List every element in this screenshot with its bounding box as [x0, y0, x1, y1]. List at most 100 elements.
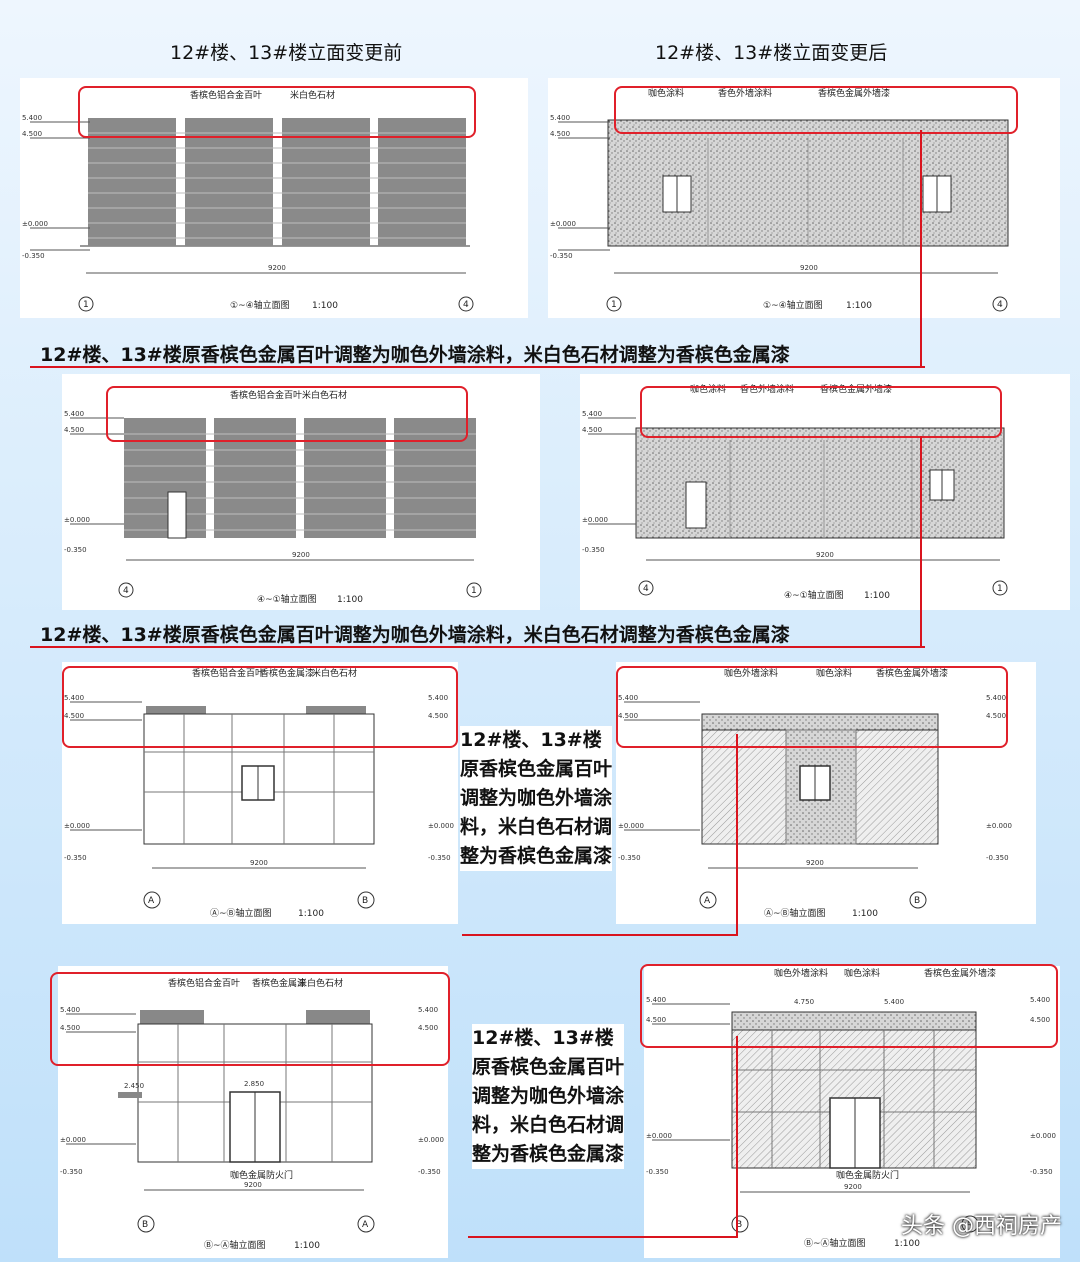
svg-text:5.400: 5.400: [550, 114, 570, 122]
svg-text:5.400: 5.400: [618, 694, 638, 702]
svg-text:5.400: 5.400: [646, 996, 666, 1004]
grid-right: A: [362, 1220, 369, 1230]
note-1: 咖色外墙涂料: [774, 967, 828, 979]
drawing-title: Ⓑ~Ⓐ轴立面图: [804, 1237, 866, 1249]
grid-right: 4: [997, 300, 1003, 310]
note-1: 香槟色铝合金百叶: [192, 667, 264, 679]
note-louver: 香槟色铝合金百叶: [190, 89, 262, 101]
svg-text:5.400: 5.400: [64, 694, 84, 702]
heading-before: 12#楼、13#楼立面变更前: [170, 42, 403, 64]
svg-text:4.500: 4.500: [22, 130, 42, 138]
note-3: 香槟色金属外墙漆: [876, 667, 948, 679]
svg-text:4.500: 4.500: [582, 426, 602, 434]
drawing-title: Ⓐ~Ⓑ轴立面图: [764, 907, 826, 919]
svg-text:±0.000: ±0.000: [618, 822, 644, 830]
grid-left: B: [142, 1220, 148, 1230]
drawing-title: Ⓑ~Ⓐ轴立面图: [204, 1239, 266, 1251]
caption-row2: 12#楼、13#楼原香槟色金属百叶调整为咖色外墙涂料，米白色石材调整为香槟色金属…: [40, 624, 790, 646]
width-dimension: 9200: [816, 551, 834, 559]
svg-text:5.400: 5.400: [60, 1006, 80, 1014]
svg-text:2.850: 2.850: [244, 1080, 264, 1088]
drawing-scale: 1:100: [864, 591, 890, 601]
svg-text:4.750: 4.750: [794, 998, 814, 1006]
svg-text:5.400: 5.400: [986, 694, 1006, 702]
svg-text:4.500: 4.500: [618, 712, 638, 720]
heading-after: 12#楼、13#楼立面变更后: [655, 42, 888, 64]
caption-row1: 12#楼、13#楼原香槟色金属百叶调整为咖色外墙涂料，米白色石材调整为香槟色金属…: [40, 344, 790, 366]
note-1: 咖色涂料: [648, 87, 684, 99]
connector-horizontal: [468, 1236, 738, 1238]
svg-text:4.500: 4.500: [550, 130, 570, 138]
svg-text:5.400: 5.400: [582, 410, 602, 418]
svg-text:±0.000: ±0.000: [428, 822, 454, 830]
note-3: 香槟色金属外墙漆: [818, 87, 890, 99]
connector-vertical: [920, 436, 922, 648]
svg-text:2.450: 2.450: [124, 1082, 144, 1090]
drawing-scale: 1:100: [846, 301, 872, 311]
svg-text:5.400: 5.400: [428, 694, 448, 702]
svg-text:±0.000: ±0.000: [60, 1136, 86, 1144]
width-dimension: 9200: [250, 859, 268, 867]
door-label: 咖色金属防火门: [230, 1169, 293, 1181]
svg-text:-0.350: -0.350: [418, 1168, 441, 1176]
svg-text:-0.350: -0.350: [64, 546, 87, 554]
grid-left: 1: [611, 300, 617, 310]
svg-text:±0.000: ±0.000: [64, 516, 90, 524]
note-stone: 米白色石材: [290, 89, 335, 101]
svg-text:-0.350: -0.350: [64, 854, 87, 862]
svg-text:-0.350: -0.350: [428, 854, 451, 862]
svg-text:-0.350: -0.350: [1030, 1168, 1053, 1176]
note-1: 香槟色铝合金百叶: [168, 977, 240, 989]
svg-text:-0.350: -0.350: [618, 854, 641, 862]
svg-text:±0.000: ±0.000: [646, 1132, 672, 1140]
highlight-box: [78, 86, 476, 138]
svg-text:4.500: 4.500: [64, 712, 84, 720]
drawing-scale: 1:100: [294, 1241, 320, 1251]
note-2: 咖色涂料: [816, 667, 852, 679]
grid-left: 1: [83, 300, 89, 310]
svg-text:5.400: 5.400: [22, 114, 42, 122]
svg-text:±0.000: ±0.000: [418, 1136, 444, 1144]
note-stone: 米白色石材: [302, 389, 347, 401]
connector-vertical: [920, 130, 922, 368]
door-label: 咖色金属防火门: [836, 1169, 899, 1181]
grid-right: 4: [463, 300, 469, 310]
grid-left: 4: [123, 586, 129, 596]
louver-bays: [88, 118, 466, 246]
width-dimension: 9200: [292, 551, 310, 559]
svg-text:-0.350: -0.350: [550, 252, 573, 260]
caption-underline: [30, 366, 925, 368]
drawing-scale: 1:100: [852, 909, 878, 919]
width-dimension: 9200: [244, 1181, 262, 1189]
highlight-box: [640, 386, 1002, 438]
width-dimension: 9200: [268, 264, 286, 272]
svg-text:±0.000: ±0.000: [22, 220, 48, 228]
svg-text:4.500: 4.500: [1030, 1016, 1050, 1024]
drawing-scale: 1:100: [894, 1239, 920, 1249]
connector-horizontal: [462, 934, 738, 936]
note-3: 香槟色金属外墙漆: [924, 967, 996, 979]
connector-vertical: [736, 1036, 738, 1238]
grid-left: B: [736, 1220, 742, 1230]
note-1: 咖色外墙涂料: [724, 667, 778, 679]
width-dimension: 9200: [800, 264, 818, 272]
grid-right: A: [966, 1220, 973, 1230]
drawing-title: ④~①轴立面图: [257, 593, 317, 605]
grid-right: B: [362, 896, 368, 906]
svg-text:4.500: 4.500: [646, 1016, 666, 1024]
svg-text:±0.000: ±0.000: [1030, 1132, 1056, 1140]
note-3: 米白色石材: [312, 667, 357, 679]
svg-text:-0.350: -0.350: [986, 854, 1009, 862]
svg-text:4.500: 4.500: [986, 712, 1006, 720]
highlight-box: [616, 666, 1008, 748]
grid-left: 4: [643, 584, 649, 594]
